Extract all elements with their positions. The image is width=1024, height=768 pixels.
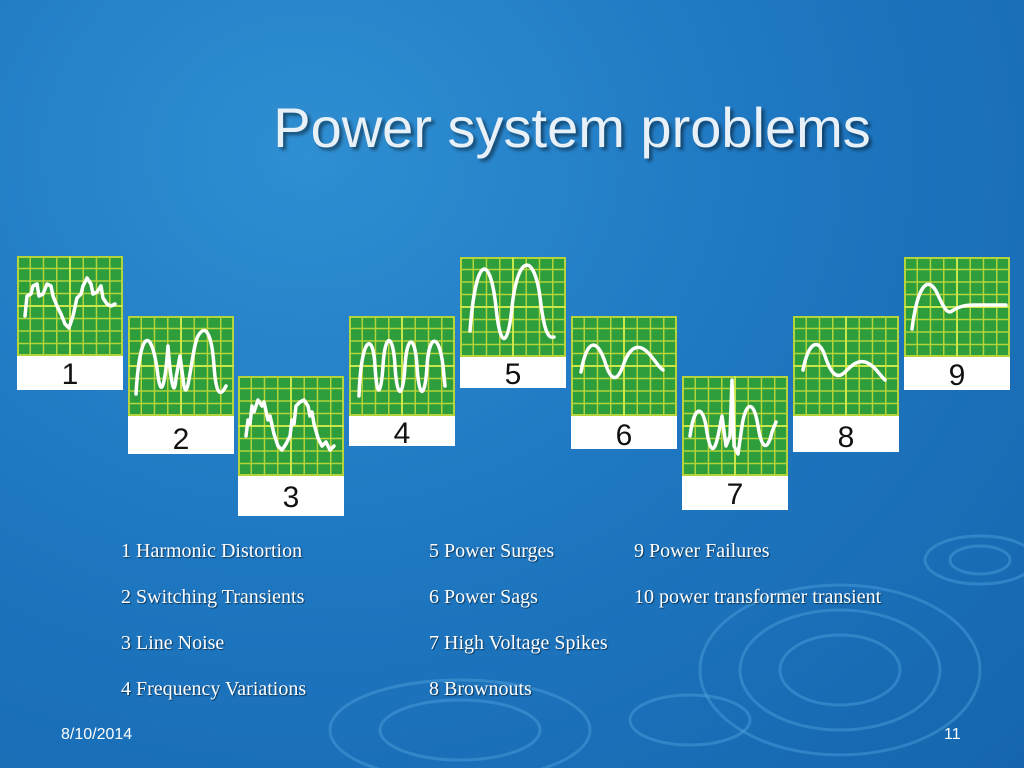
- waveform-panel-5: 5: [460, 257, 566, 391]
- legend-item: 9 Power Failures: [634, 540, 770, 562]
- legend-item: 5 Power Surges: [429, 540, 555, 562]
- footer-page-number: 11: [944, 726, 961, 743]
- legend-item: 8 Brownouts: [429, 678, 532, 700]
- legend-item: 4 Frequency Variations: [121, 678, 307, 700]
- legend-item: 7 High Voltage Spikes: [429, 632, 608, 654]
- legend-item: 3 Line Noise: [121, 632, 225, 654]
- line-noise-waveform: [244, 398, 336, 452]
- panel-number: 9: [948, 359, 966, 392]
- oscilloscope-screen: [793, 316, 899, 416]
- waveform-panel-1: 1: [17, 256, 123, 391]
- legend-column-1: 1 Harmonic Distortion 2 Switching Transi…: [121, 539, 306, 723]
- panel-number: 2: [172, 423, 190, 456]
- waveform-panel-6: 6: [571, 316, 677, 452]
- switching-transient-waveform: [134, 328, 228, 396]
- waveform-panel-9: 9: [904, 257, 1010, 392]
- oscilloscope-screen: [460, 257, 566, 357]
- panel-number: 7: [726, 478, 744, 511]
- panel-number: 3: [282, 481, 300, 514]
- brownout-waveform: [801, 342, 887, 382]
- panel-number: 5: [504, 358, 522, 391]
- legend-item: 2 Switching Transients: [121, 586, 305, 608]
- harmonic-distortion-waveform: [23, 276, 117, 330]
- power-failure-waveform: [910, 282, 1008, 331]
- waveform-panel-2: 2: [128, 316, 234, 456]
- panel-number: 8: [837, 421, 855, 454]
- legend-column-3: 9 Power Failures 10 power transformer tr…: [634, 539, 881, 631]
- panel-number: 1: [61, 358, 79, 391]
- high-voltage-spike-waveform: [688, 378, 778, 456]
- legend-item: 10 power transformer transient: [634, 586, 882, 608]
- power-sag-waveform: [579, 343, 665, 380]
- slide-title: Power system problems: [273, 96, 871, 159]
- legend-item: 1 Harmonic Distortion: [121, 540, 303, 562]
- legend-item: 6 Power Sags: [429, 586, 538, 608]
- oscilloscope-screen: [682, 376, 788, 476]
- power-surge-waveform: [468, 263, 556, 341]
- oscilloscope-screen: [238, 376, 344, 476]
- oscilloscope-screen: [349, 316, 455, 416]
- oscilloscope-screen: [904, 257, 1010, 357]
- oscilloscope-screen: [17, 256, 123, 356]
- panel-number: 4: [393, 417, 411, 450]
- footer-date: 8/10/2014: [61, 726, 133, 743]
- oscilloscope-screen: [128, 316, 234, 416]
- panel-number: 6: [615, 419, 633, 452]
- waveform-panel-8: 8: [793, 316, 899, 454]
- legend-column-2: 5 Power Surges 6 Power Sags 7 High Volta…: [429, 539, 608, 723]
- frequency-variation-waveform: [357, 339, 447, 398]
- oscilloscope-screen: [571, 316, 677, 416]
- waveform-panel-4: 4: [349, 316, 455, 450]
- waveform-panel-3: 3: [238, 376, 344, 516]
- waveform-panel-7: 7: [682, 376, 788, 511]
